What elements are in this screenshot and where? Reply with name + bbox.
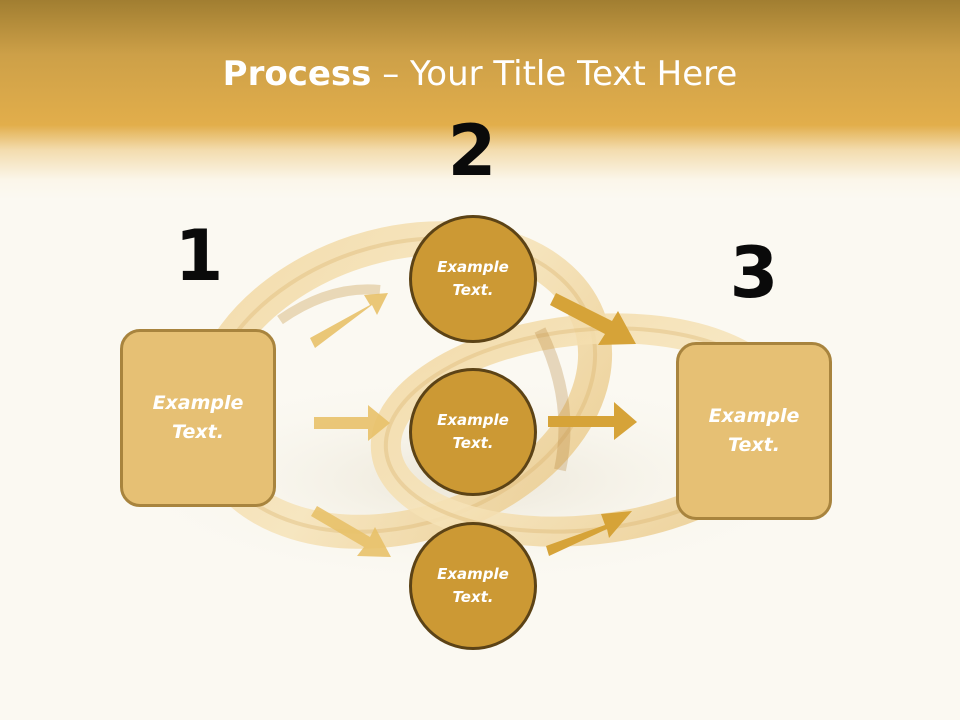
arrow-bottom-to-right bbox=[546, 511, 632, 556]
slide-title: Process – Your Title Text Here bbox=[0, 52, 960, 96]
right-box: Example Text. bbox=[676, 342, 832, 520]
left-box: Example Text. bbox=[120, 329, 276, 507]
title-rest: Your Title Text Here bbox=[410, 54, 738, 94]
circle-top-text: Example Text. bbox=[437, 258, 509, 299]
circle-top: Example Text. bbox=[409, 215, 537, 343]
arrow-middle-to-right bbox=[548, 402, 637, 440]
circle-bottom: Example Text. bbox=[409, 522, 537, 650]
arrow-left-to-top bbox=[310, 293, 388, 348]
arrow-left-to-middle bbox=[314, 405, 390, 441]
arrow-top-to-right bbox=[550, 293, 636, 345]
circle-bottom-text: Example Text. bbox=[437, 565, 509, 606]
left-box-text: Example Text. bbox=[152, 392, 244, 443]
title-dash: – bbox=[371, 54, 411, 94]
right-box-text: Example Text. bbox=[708, 405, 800, 456]
circle-middle-text: Example Text. bbox=[437, 411, 509, 452]
step-number-2: 2 bbox=[447, 110, 497, 192]
title-bold: Process bbox=[222, 54, 372, 94]
step-number-3: 3 bbox=[729, 232, 779, 314]
header-band bbox=[0, 0, 960, 200]
step-number-1: 1 bbox=[174, 215, 224, 297]
circle-middle: Example Text. bbox=[409, 368, 537, 496]
arrow-left-to-bottom bbox=[311, 506, 391, 557]
